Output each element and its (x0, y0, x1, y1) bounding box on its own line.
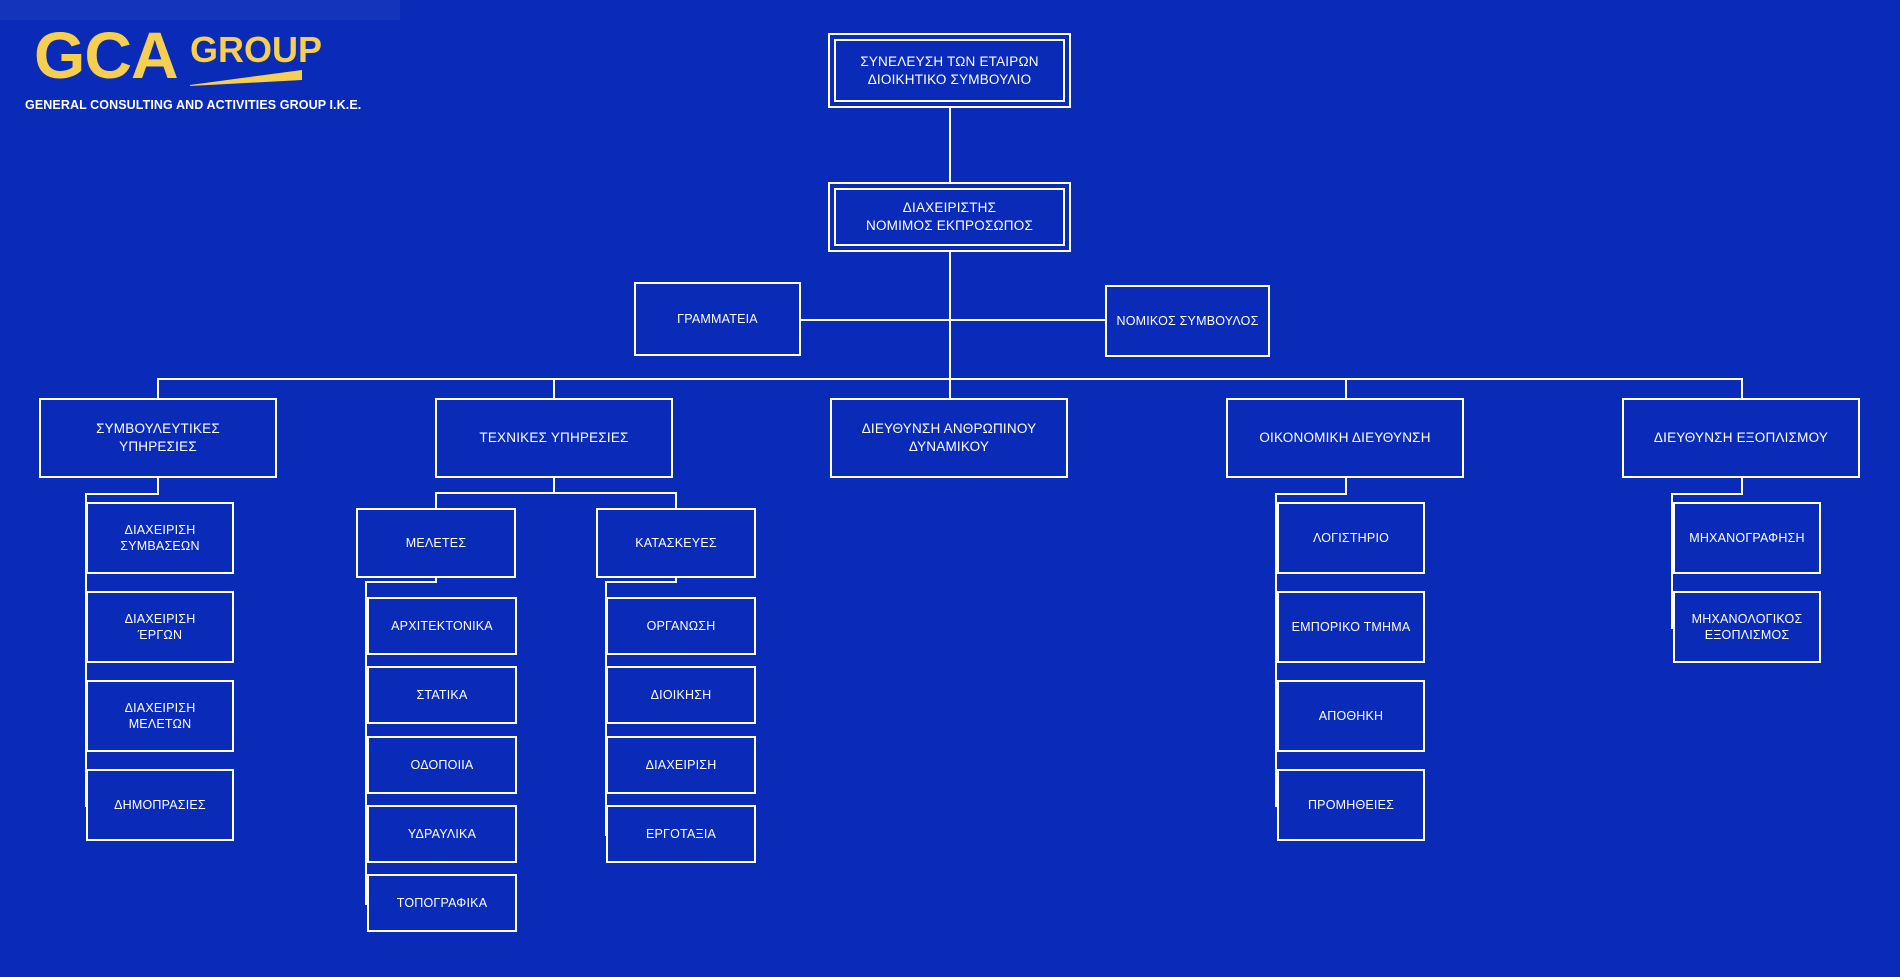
node-constructions-label: ΚΑΤΑΣΚΕΥΕΣ (635, 535, 717, 550)
node-topographic[interactable]: ΤΟΠΟΓΡΑΦΙΚΑ (367, 874, 517, 932)
node-mechanical-equipment-label: ΜΗΧΑΝΟΛΟΓΙΚΟΣ ΕΞΟΠΛΙΣΜΟΣ (1691, 611, 1803, 643)
node-commercial-department[interactable]: ΕΜΠΟΡΙΚΟ ΤΜΗΜΑ (1277, 591, 1425, 663)
node-warehouse-label: ΑΠΟΘΗΚΗ (1318, 708, 1384, 723)
logo-mark-text: GCA (34, 18, 179, 92)
node-warehouse[interactable]: ΑΠΟΘΗΚΗ (1277, 680, 1425, 752)
node-road-works[interactable]: ΟΔΟΠΟΙΙΑ (367, 736, 517, 794)
node-administration-label: ΔΙΟΙΚΗΣΗ (650, 687, 712, 702)
node-legal-advisor[interactable]: ΝΟΜΙΚΟΣ ΣΥΜΒΟΥΛΟΣ (1105, 285, 1270, 357)
connector-drop-studies (435, 492, 437, 508)
connector-drop-constructions (675, 492, 677, 508)
connector-assembly-manager (949, 108, 951, 182)
node-assembly[interactable]: ΣΥΝΕΛΕΥΣΗ ΤΩΝ ΕΤΑΙΡΩΝ ΔΙΟΙΚΗΤΙΚΟ ΣΥΜΒΟΥΛ… (828, 33, 1071, 108)
node-legal-advisor-label: ΝΟΜΙΚΟΣ ΣΥΜΒΟΥΛΟΣ (1116, 313, 1259, 328)
node-department-hr-label: ΔΙΕΥΘΥΝΣΗ ΑΝΘΡΩΠΙΝΟΥ ΔΥΝΑΜΙΚΟΥ (861, 421, 1037, 454)
node-worksites[interactable]: ΕΡΓΟΤΑΞΙΑ (606, 805, 756, 863)
node-manager-inner: ΔΙΑΧΕΙΡΙΣΤΗΣ ΝΟΜΙΜΟΣ ΕΚΠΡΟΣΩΠΟΣ (834, 188, 1065, 246)
node-structural[interactable]: ΣΤΑΤΙΚΑ (367, 666, 517, 724)
node-department-hr[interactable]: ΔΙΕΥΘΥΝΣΗ ΑΝΘΡΩΠΙΝΟΥ ΔΥΝΑΜΙΚΟΥ (830, 398, 1068, 478)
connector-drop-hr (949, 378, 951, 399)
connector-drop-equipment (1741, 378, 1743, 399)
connector-technical-bus (435, 492, 675, 494)
logo-tagline: GENERAL CONSULTING AND ACTIVITIES GROUP … (25, 98, 362, 112)
node-department-finance-label: ΟΙΚΟΝΟΜΙΚΗ ΔΙΕΥΘΥΝΣΗ (1259, 430, 1431, 446)
node-auctions-label: ΔΗΜΟΠΡΑΣΙΕΣ (114, 797, 206, 812)
connector-equipment-elbow (1671, 493, 1743, 495)
node-study-management-label: ΔΙΑΧΕΙΡΙΣΗ ΜΕΛΕΤΩΝ (124, 700, 196, 732)
connector-secretariat-trunk (711, 319, 951, 321)
connector-constructions-elbow (605, 581, 677, 583)
node-manager-label: ΔΙΑΧΕΙΡΙΣΤΗΣ ΝΟΜΙΜΟΣ ΕΚΠΡΟΣΩΠΟΣ (866, 200, 1033, 233)
connector-finance-elbow (1275, 493, 1347, 495)
logo-swoosh-icon (190, 70, 302, 86)
node-construction-management-label: ΔΙΑΧΕΙΡΙΣΗ (645, 757, 717, 772)
node-mechanical-equipment[interactable]: ΜΗΧΑΝΟΛΟΓΙΚΟΣ ΕΞΟΠΛΙΣΜΟΣ (1673, 591, 1821, 663)
connector-drop-consulting (157, 378, 159, 399)
node-procurement[interactable]: ΠΡΟΜΗΘΕΙΕΣ (1277, 769, 1425, 841)
logo-word-text: GROUP (190, 29, 323, 70)
connector-studies-elbow (365, 581, 437, 583)
node-construction-management[interactable]: ΔΙΑΧΕΙΡΙΣΗ (606, 736, 756, 794)
node-department-technical[interactable]: ΤΕΧΝΙΚΕΣ ΥΠΗΡΕΣΙΕΣ (435, 398, 673, 478)
node-department-consulting-label: ΣΥΜΒΟΥΛΕΥΤΙΚΕΣ ΥΠΗΡΕΣΙΕΣ (96, 421, 220, 454)
connector-equipment-spine (1671, 493, 1673, 628)
connector-drop-technical (553, 378, 555, 399)
connector-finance-spine (1275, 493, 1277, 806)
connector-technical-stem (553, 478, 555, 493)
node-studies-label: ΜΕΛΕΤΕΣ (405, 535, 467, 550)
node-auctions[interactable]: ΔΗΜΟΠΡΑΣΙΕΣ (86, 769, 234, 841)
node-constructions[interactable]: ΚΑΤΑΣΚΕΥΕΣ (596, 508, 756, 578)
company-logo: GCA GROUP GENERAL CONSULTING AND ACTIVIT… (0, 0, 400, 140)
connector-consulting-stem (157, 478, 159, 494)
node-road-works-label: ΟΔΟΠΟΙΙΑ (410, 757, 474, 772)
node-secretariat-label: ΓΡΑΜΜΑΤΕΙΑ (677, 311, 758, 326)
node-worksites-label: ΕΡΓΟΤΑΞΙΑ (645, 826, 717, 841)
node-accounting[interactable]: ΛΟΓΙΣΤΗΡΙΟ (1277, 502, 1425, 574)
node-department-consulting[interactable]: ΣΥΜΒΟΥΛΕΥΤΙΚΕΣ ΥΠΗΡΕΣΙΕΣ (39, 398, 277, 478)
node-it-services-label: ΜΗΧΑΝΟΓΡΑΦΗΣΗ (1689, 530, 1805, 545)
connector-drop-finance (1345, 378, 1347, 399)
node-topographic-label: ΤΟΠΟΓΡΑΦΙΚΑ (396, 895, 488, 910)
node-department-finance[interactable]: ΟΙΚΟΝΟΜΙΚΗ ΔΙΕΥΘΥΝΣΗ (1226, 398, 1464, 478)
node-study-management[interactable]: ΔΙΑΧΕΙΡΙΣΗ ΜΕΛΕΤΩΝ (86, 680, 234, 752)
node-hydraulics-label: ΥΔΡΑΥΛΙΚΑ (407, 826, 477, 841)
connector-trunk-legal (949, 319, 1105, 321)
node-assembly-inner: ΣΥΝΕΛΕΥΣΗ ΤΩΝ ΕΤΑΙΡΩΝ ΔΙΟΙΚΗΤΙΚΟ ΣΥΜΒΟΥΛ… (834, 39, 1065, 102)
node-structural-label: ΣΤΑΤΙΚΑ (416, 687, 468, 702)
node-studies[interactable]: ΜΕΛΕΤΕΣ (356, 508, 516, 578)
node-department-technical-label: ΤΕΧΝΙΚΕΣ ΥΠΗΡΕΣΙΕΣ (479, 430, 629, 446)
node-accounting-label: ΛΟΓΙΣΤΗΡΙΟ (1312, 530, 1390, 545)
node-commercial-department-label: ΕΜΠΟΡΙΚΟ ΤΜΗΜΑ (1291, 619, 1411, 634)
node-administration[interactable]: ΔΙΟΙΚΗΣΗ (606, 666, 756, 724)
connector-equipment-stem (1741, 478, 1743, 494)
node-department-equipment-label: ΔΙΕΥΘΥΝΣΗ ΕΞΟΠΛΙΣΜΟΥ (1653, 430, 1829, 446)
connector-manager-trunk (949, 222, 951, 379)
node-contract-management-label: ΔΙΑΧΕΙΡΙΣΗ ΣΥΜΒΑΣΕΩΝ (120, 522, 200, 554)
node-manager[interactable]: ΔΙΑΧΕΙΡΙΣΤΗΣ ΝΟΜΙΜΟΣ ΕΚΠΡΟΣΩΠΟΣ (828, 182, 1071, 252)
node-department-equipment[interactable]: ΔΙΕΥΘΥΝΣΗ ΕΞΟΠΛΙΣΜΟΥ (1622, 398, 1860, 478)
logo-sheen (0, 0, 400, 20)
node-architectural[interactable]: ΑΡΧΙΤΕΚΤΟΝΙΚΑ (367, 597, 517, 655)
node-project-management-label: ΔΙΑΧΕΙΡΙΣΗ ΈΡΓΩΝ (124, 611, 196, 643)
node-organization[interactable]: ΟΡΓΑΝΩΣΗ (606, 597, 756, 655)
node-hydraulics[interactable]: ΥΔΡΑΥΛΙΚΑ (367, 805, 517, 863)
connector-consulting-elbow (85, 493, 159, 495)
node-secretariat[interactable]: ΓΡΑΜΜΑΤΕΙΑ (634, 282, 801, 356)
node-contract-management[interactable]: ΔΙΑΧΕΙΡΙΣΗ ΣΥΜΒΑΣΕΩΝ (86, 502, 234, 574)
node-assembly-label: ΣΥΝΕΛΕΥΣΗ ΤΩΝ ΕΤΑΙΡΩΝ ΔΙΟΙΚΗΤΙΚΟ ΣΥΜΒΟΥΛ… (860, 53, 1039, 87)
node-it-services[interactable]: ΜΗΧΑΝΟΓΡΑΦΗΣΗ (1673, 502, 1821, 574)
connector-studies-spine (365, 581, 367, 903)
connector-finance-stem (1345, 478, 1347, 494)
node-organization-label: ΟΡΓΑΝΩΣΗ (646, 618, 716, 633)
node-architectural-label: ΑΡΧΙΤΕΚΤΟΝΙΚΑ (391, 618, 493, 633)
node-procurement-label: ΠΡΟΜΗΘΕΙΕΣ (1307, 797, 1395, 812)
node-project-management[interactable]: ΔΙΑΧΕΙΡΙΣΗ ΈΡΓΩΝ (86, 591, 234, 663)
